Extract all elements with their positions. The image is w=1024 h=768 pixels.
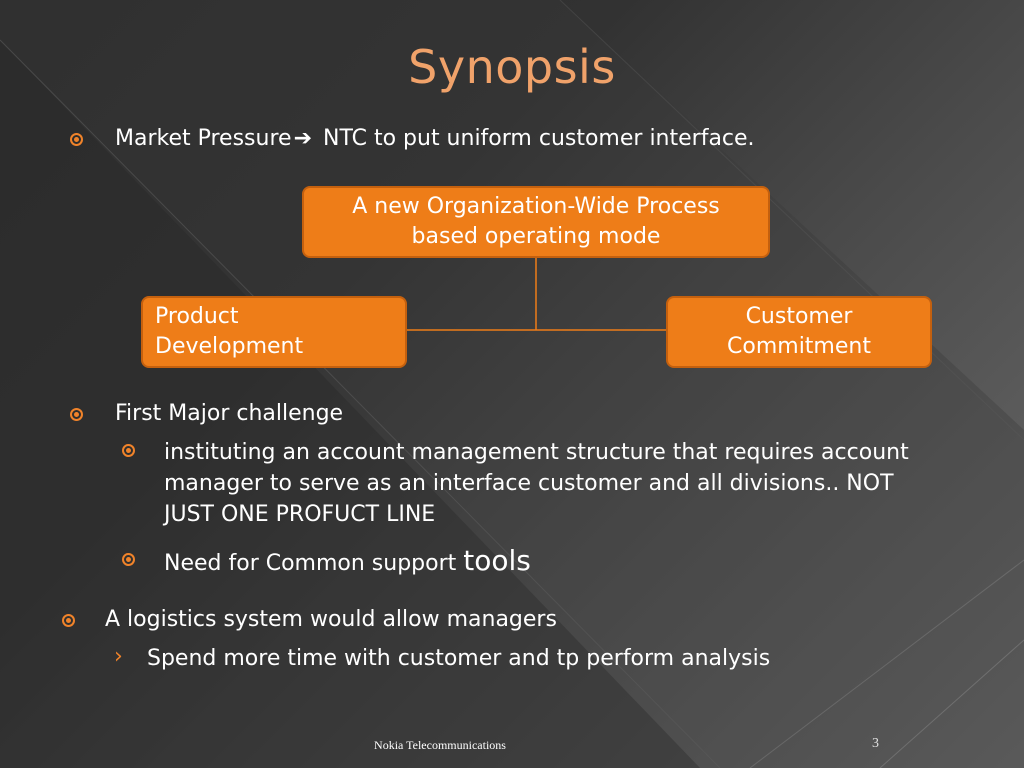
sub-bullet-text-tools: tools	[463, 544, 531, 577]
sub-bullet-support-tools: Need for Common support tools	[122, 544, 952, 580]
bullet-text: A logistics system would allow managers	[105, 607, 557, 632]
sub-bullet-spend-more-time: › Spend more time with customer and tp p…	[114, 644, 974, 676]
bullet-text-before: Market Pressure	[115, 126, 292, 151]
page-number: 3	[872, 736, 879, 751]
bullet-text: First Major challenge	[115, 401, 344, 426]
bullet-icon	[70, 408, 83, 421]
bullet-icon	[62, 614, 75, 627]
bullet-logistics-system: A logistics system would allow managers	[62, 607, 962, 637]
right-arrow-icon: ➔	[293, 126, 312, 151]
org-chart-top-box: A new Organization-Wide Process based op…	[302, 186, 770, 258]
bullet-first-challenge: First Major challenge	[70, 401, 970, 431]
org-chart-right-box: Customer Commitment	[666, 296, 932, 368]
bullet-text-after: NTC to put uniform customer interface.	[316, 126, 755, 151]
sub-bullet-account-management	[122, 437, 952, 537]
chevron-right-icon: ›	[114, 644, 123, 669]
bullet-icon	[70, 133, 83, 146]
sub-bullet-text-support: Need for Common support	[164, 551, 464, 576]
org-chart-left-box: Product Development	[141, 296, 407, 368]
footer-text: Nokia Telecommunications	[374, 738, 506, 752]
slide-title: Synopsis	[408, 40, 616, 94]
bullet-text: Spend more time with customer and tp per…	[147, 646, 771, 671]
bullet-icon	[122, 553, 135, 566]
bullet-icon	[122, 444, 135, 457]
bullet-market-pressure: Market Pressure➔ NTC to put uniform cust…	[70, 126, 970, 156]
sub-bullet-text-account-management: instituting an account management struct…	[164, 440, 909, 527]
